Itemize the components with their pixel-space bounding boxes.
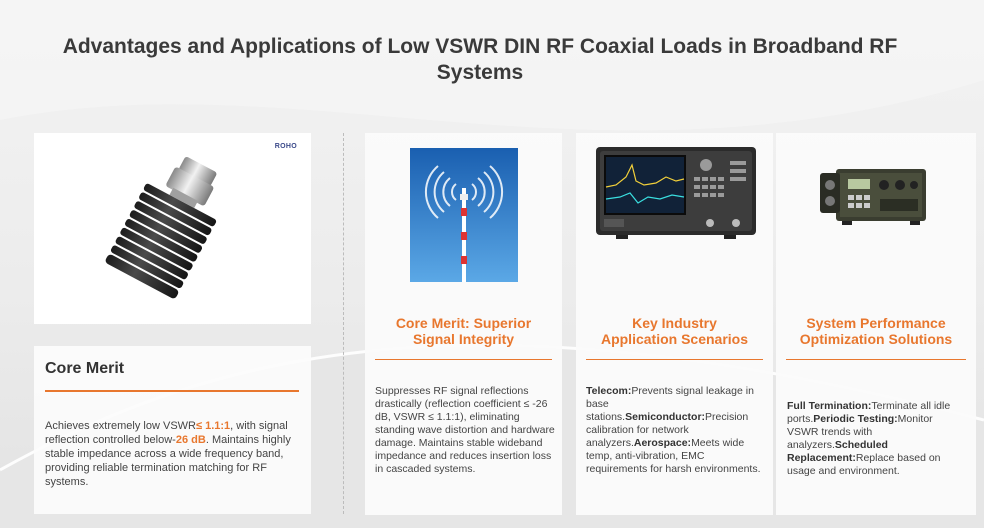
scheduled-replacement-text: Replace based on usage and environment. (787, 452, 941, 477)
coaxial-load-image (105, 156, 217, 299)
telecom-label: Telecom: (586, 385, 632, 397)
core-merit-card: Core Merit Achieves extremely low VSWR≤ … (34, 346, 311, 514)
vswr-highlight: ≤ 1.1:1 (196, 420, 231, 432)
optimization-solutions-underline (786, 359, 966, 360)
application-scenarios-underline (586, 359, 763, 360)
optimization-solutions-body: Full Termination:Terminate all idle port… (787, 400, 965, 478)
radio-equipment-image (820, 169, 926, 225)
signal-integrity-heading-line-1: Core Merit: Superior (395, 315, 532, 331)
semiconductor-label: Semiconductor: (625, 411, 706, 423)
aerospace-text: Meets wide temp, anti-vibration, EMC req… (586, 437, 761, 475)
application-scenarios-heading-line-2: Application Scenarios (600, 331, 749, 347)
core-merit-underline (45, 390, 299, 392)
full-termination-label: Full Termination: (787, 400, 872, 412)
brand-logo: ROHO (274, 143, 297, 150)
core-merit-text-3: . Maintains highly stable impedance acro… (45, 434, 291, 488)
page-title: Advantages and Applications of Low VSWR … (62, 35, 898, 84)
signal-integrity-underline (375, 359, 552, 360)
signal-integrity-card: Core Merit: Superior Signal Integrity Su… (365, 133, 562, 515)
network-analyzer-image (596, 147, 756, 239)
periodic-testing-text: Monitor VSWR trends with analyzers. (787, 413, 933, 451)
periodic-testing-label: Periodic Testing: (813, 413, 898, 425)
aerospace-label: Aerospace: (633, 437, 692, 449)
signal-integrity-heading-line-2: Signal Integrity (412, 331, 515, 347)
core-merit-text-1: Achieves extremely low VSWR (45, 420, 196, 432)
reflection-highlight: 26 dB (175, 434, 206, 446)
application-scenarios-card: Key Industry Application Scenarios Telec… (576, 133, 773, 515)
core-merit-heading: Core Merit (45, 360, 125, 377)
optimization-solutions-heading: System Performance Optimization Solution… (776, 315, 976, 347)
signal-integrity-body: Suppresses RF signal reflections drastic… (375, 385, 555, 475)
application-scenarios-body: Telecom:Prevents signal leakage in base … (586, 385, 762, 476)
radio-tower-image (410, 148, 518, 282)
optimization-solutions-heading-line-2: Optimization Solutions (799, 331, 953, 347)
section-divider (343, 133, 344, 514)
core-merit-text-2: , with signal reflection controlled belo… (45, 420, 288, 446)
scheduled-replacement-label: Scheduled Replacement: (787, 439, 888, 464)
semiconductor-text: Precision calibration for network analyz… (586, 411, 749, 449)
signal-integrity-heading: Core Merit: Superior Signal Integrity (365, 315, 562, 347)
optimization-solutions-card: System Performance Optimization Solution… (776, 133, 976, 515)
application-scenarios-heading: Key Industry Application Scenarios (576, 315, 773, 347)
application-scenarios-heading-line-1: Key Industry (632, 315, 717, 331)
optimization-solutions-heading-line-1: System Performance (806, 315, 946, 331)
product-image-card: ROHO (34, 133, 311, 324)
core-merit-text: Achieves extremely low VSWR≤ 1.1:1, with… (45, 419, 300, 489)
telecom-text: Prevents signal leakage in base stations… (586, 385, 754, 423)
full-termination-text: Terminate all idle ports. (787, 400, 951, 425)
